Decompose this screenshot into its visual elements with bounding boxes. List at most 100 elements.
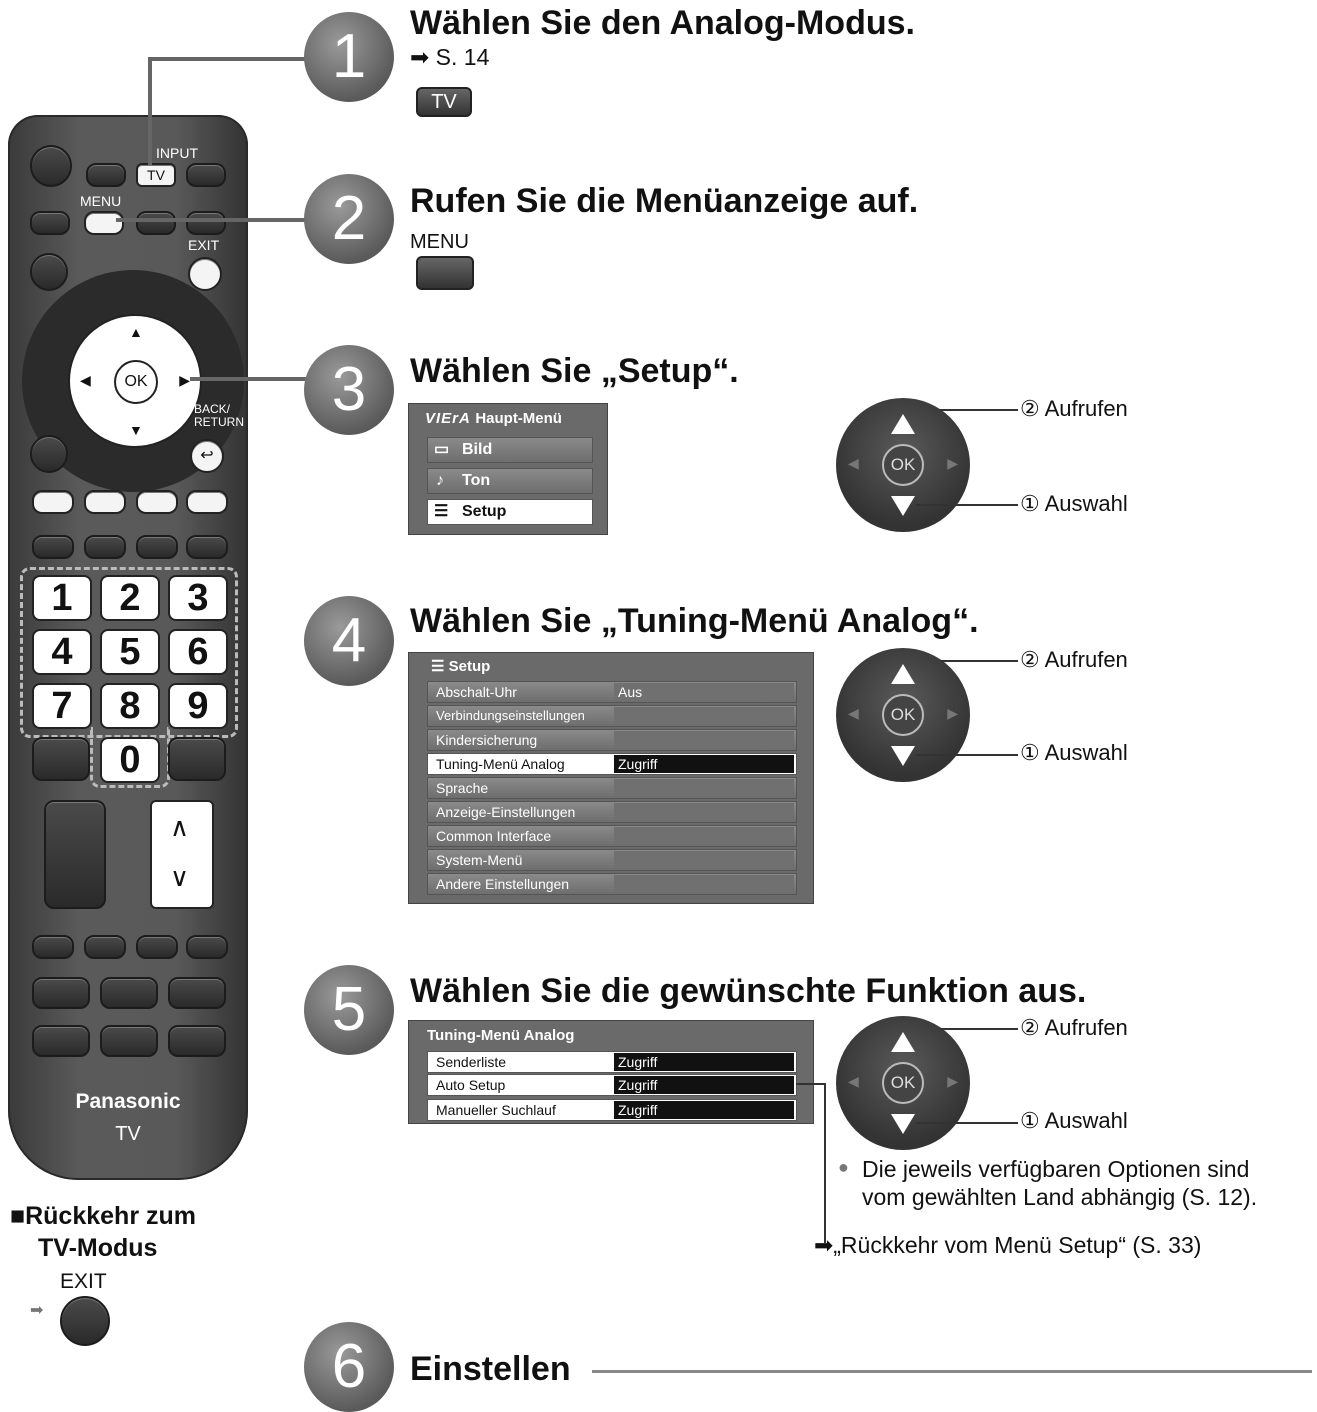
channel-rocker[interactable]: ∧ ∨ (150, 800, 214, 909)
key-4[interactable]: 4 (32, 629, 92, 675)
power-button[interactable] (30, 145, 72, 187)
menu-button-label: MENU (410, 231, 469, 253)
tv-button[interactable]: TV (136, 163, 176, 187)
return-icon: ↩ (200, 447, 214, 464)
arrow-up-icon[interactable]: ▲ (129, 324, 143, 340)
volume-rocker[interactable] (44, 800, 106, 909)
dpad[interactable]: ▲ ▼ ◀ ▶ OK (68, 314, 202, 448)
color-button[interactable] (32, 490, 74, 514)
remote-button[interactable] (32, 737, 90, 781)
back-return-button[interactable]: ↩ (190, 439, 224, 473)
step-number-2: 2 (304, 174, 394, 264)
row-label: Anzeige-Einstellungen (436, 804, 576, 820)
auswahl-label: ① Auswahl (1020, 740, 1128, 765)
key-0[interactable]: 0 (100, 737, 160, 783)
arrow-left-icon[interactable]: ◀ (80, 372, 91, 388)
key-8[interactable]: 8 (100, 683, 160, 729)
channel-up-icon[interactable]: ∧ (170, 812, 190, 842)
setup-row-common-interface[interactable]: Common Interface (427, 825, 797, 847)
arrow-right-icon[interactable]: ▶ (179, 372, 190, 388)
key-6[interactable]: 6 (168, 629, 228, 675)
input-button[interactable] (186, 163, 226, 187)
remote-button[interactable] (84, 935, 126, 959)
list-icon: ☰ (434, 503, 449, 520)
remote-button[interactable] (186, 535, 228, 559)
back-label: BACK/ (194, 402, 231, 416)
setup-row-sprache[interactable]: Sprache (427, 777, 797, 799)
remote-button[interactable] (30, 253, 68, 291)
remote-button[interactable] (86, 163, 126, 187)
tuning-menu-title: Tuning-Menü Analog (427, 1027, 575, 1044)
remote-button[interactable] (186, 935, 228, 959)
key-3[interactable]: 3 (168, 575, 228, 621)
ok-pad-step4: ◀ ▶ OK (836, 648, 970, 782)
remote-button[interactable] (30, 435, 68, 473)
menu-item-ton[interactable]: ♪Ton (427, 468, 593, 494)
setup-row-verbindungseinstellungen[interactable]: Verbindungseinstellungen (427, 705, 797, 727)
exit-button[interactable] (188, 257, 222, 291)
remote-button[interactable] (136, 211, 176, 235)
square-bullet: ■ (10, 1202, 26, 1230)
connector-line (116, 218, 308, 222)
setup-row-andere-einstellungen[interactable]: Andere Einstellungen (427, 873, 797, 895)
color-button[interactable] (186, 490, 228, 514)
tv-label: TV (147, 167, 165, 183)
return-label: RETURN (194, 415, 244, 429)
aufrufen-label: ② Aufrufen (1020, 647, 1128, 672)
row-label: Auto Setup (436, 1077, 506, 1093)
remote-button[interactable] (30, 211, 70, 235)
arrow-right-icon: ▶ (947, 705, 958, 721)
menu-item-bild[interactable]: ▭Bild (427, 437, 593, 463)
remote-button[interactable] (32, 1025, 90, 1057)
row-value (614, 875, 794, 893)
ok-button[interactable]: OK (114, 360, 158, 404)
exit-label-small: EXIT (60, 1270, 107, 1293)
key-7[interactable]: 7 (32, 683, 92, 729)
aufrufen-label: ② Aufrufen (1020, 1015, 1128, 1040)
setup-row-anzeige-einstellungen[interactable]: Anzeige-Einstellungen (427, 801, 797, 823)
remote-button[interactable] (168, 737, 226, 781)
row-value: Zugriff (614, 1101, 794, 1119)
arrow-down-icon[interactable]: ▼ (129, 422, 143, 438)
row-label: Tuning-Menü Analog (436, 756, 565, 772)
key-2[interactable]: 2 (100, 575, 160, 621)
remote-button[interactable] (168, 977, 226, 1009)
remote-button[interactable] (32, 977, 90, 1009)
arrow-left-icon: ◀ (848, 455, 859, 471)
setup-row-kindersicherung[interactable]: Kindersicherung (427, 729, 797, 751)
key-1[interactable]: 1 (32, 575, 92, 621)
menu-item-label: Ton (462, 472, 491, 489)
tv-button-illustration: TV (416, 87, 472, 117)
menu-button[interactable] (84, 211, 124, 235)
remote-button[interactable] (168, 1025, 226, 1057)
setup-row-system-menu[interactable]: System-Menü (427, 849, 797, 871)
color-button[interactable] (84, 490, 126, 514)
callout-line (940, 1028, 1018, 1030)
remote-button[interactable] (84, 535, 126, 559)
exit-button-illustration[interactable] (60, 1296, 110, 1346)
remote-button[interactable] (100, 1025, 158, 1057)
step-number-6: 6 (304, 1322, 394, 1412)
menu-item-setup[interactable]: ☰Setup (427, 499, 593, 525)
callout-line (940, 409, 1018, 411)
channel-down-icon[interactable]: ∨ (170, 862, 190, 892)
bullet-icon: ● (838, 1157, 849, 1177)
row-label: Andere Einstellungen (436, 876, 570, 892)
remote-button[interactable] (100, 977, 158, 1009)
remote-button[interactable] (136, 535, 178, 559)
step-number-5: 5 (304, 965, 394, 1055)
key-9[interactable]: 9 (168, 683, 228, 729)
remote-button[interactable] (32, 535, 74, 559)
remote-button[interactable] (186, 211, 226, 235)
main-menu-title: Haupt-Menü (475, 410, 562, 427)
remote-button[interactable] (32, 935, 74, 959)
color-button[interactable] (136, 490, 178, 514)
remote-button[interactable] (136, 935, 178, 959)
key-5[interactable]: 5 (100, 629, 160, 675)
